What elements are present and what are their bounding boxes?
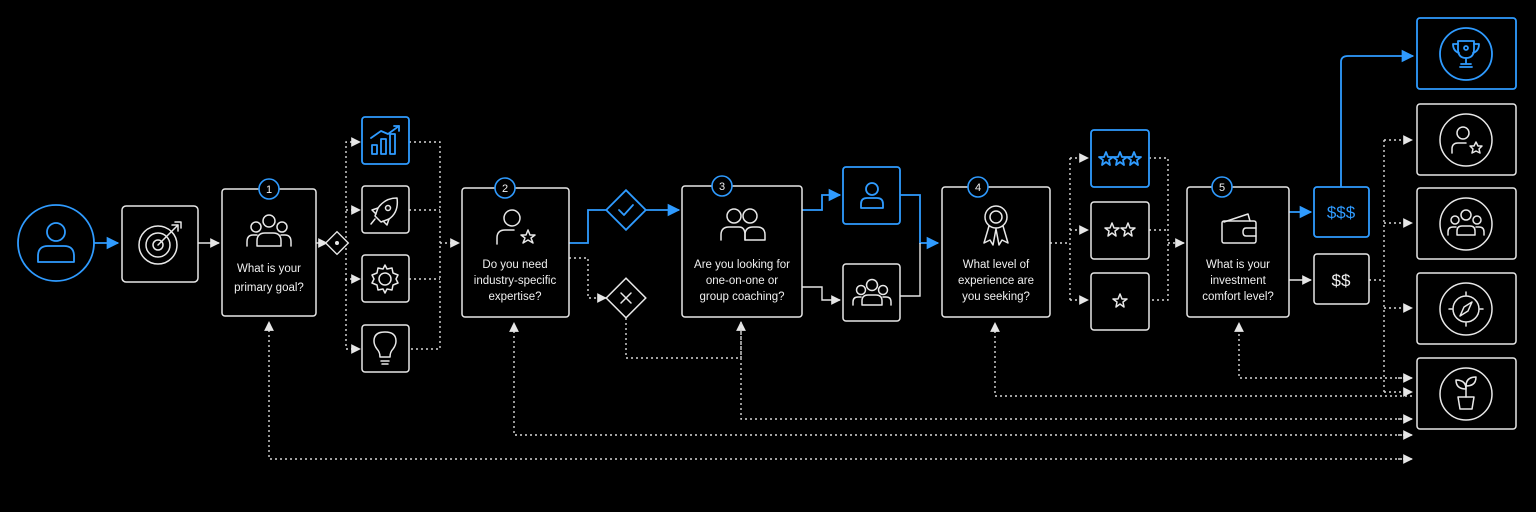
expert-user-icon	[1451, 126, 1483, 154]
one-star-icon	[1112, 293, 1128, 308]
question-3-node: Are you looking for one-on-one or group …	[681, 175, 803, 318]
goal-node	[121, 205, 199, 283]
question-3-line-2: one-on-one or	[706, 275, 778, 287]
result-group	[1416, 187, 1517, 260]
question-2-line-1: Do you need	[482, 259, 547, 271]
investment-medium-label: $$	[1332, 271, 1351, 290]
checkmark-icon	[618, 204, 634, 216]
question-2-line-3: expertise?	[488, 291, 541, 303]
result-growth	[1416, 357, 1517, 430]
target-icon	[138, 221, 182, 265]
question-4-line-3: you seeking?	[962, 291, 1030, 303]
question-3-line-1: Are you looking for	[694, 259, 790, 271]
goal-decision-diamond	[324, 230, 350, 256]
group-icon	[720, 208, 766, 241]
format-option-one-on-one	[842, 166, 901, 225]
question-5-line-2: investment	[1210, 275, 1266, 287]
question-4-line-2: experience are	[958, 275, 1034, 287]
step-badge-5: 5	[1219, 182, 1225, 194]
gear-icon	[371, 264, 399, 294]
question-1-line-2: primary goal?	[234, 282, 304, 294]
expert-user-icon	[496, 209, 536, 245]
experience-option-two-stars	[1090, 201, 1150, 260]
wallet-icon	[1221, 213, 1257, 244]
goal-option-ideas	[361, 324, 410, 373]
industry-no-diamond	[605, 277, 647, 319]
question-1-node: What is your primary goal? 1	[221, 178, 317, 317]
rocket-icon	[370, 197, 399, 226]
group-icon	[1447, 209, 1485, 236]
goal-option-launch	[361, 185, 410, 234]
group-icon	[852, 278, 892, 306]
lightbulb-icon	[373, 331, 397, 365]
experience-option-one-star	[1090, 272, 1150, 331]
cross-icon	[620, 292, 632, 304]
investment-option-high: $$$	[1313, 186, 1370, 238]
step-badge-4: 4	[975, 182, 981, 194]
industry-yes-diamond	[604, 188, 648, 232]
question-2-line-2: industry-specific	[474, 275, 557, 287]
investment-option-medium: $$	[1313, 253, 1370, 305]
result-trophy	[1416, 17, 1517, 90]
question-4-node: What level of experience are you seeking…	[941, 176, 1051, 318]
step-badge-3: 3	[719, 181, 725, 193]
goal-option-optimize	[361, 254, 410, 303]
three-stars-icon	[1098, 151, 1142, 166]
question-5-line-1: What is your	[1206, 259, 1270, 271]
result-expert	[1416, 103, 1517, 176]
goal-option-growth	[361, 116, 410, 165]
user-icon	[37, 222, 75, 263]
format-option-group	[842, 263, 901, 322]
growth-chart-icon	[370, 125, 400, 155]
group-icon	[246, 214, 292, 247]
trophy-icon	[1452, 40, 1480, 68]
experience-option-three-stars	[1090, 129, 1150, 188]
award-ribbon-icon	[983, 205, 1009, 246]
question-4-line-1: What level of	[963, 259, 1030, 271]
start-node	[17, 204, 95, 282]
two-stars-icon	[1104, 222, 1136, 237]
question-1-line-1: What is your	[237, 263, 301, 275]
investment-high-label: $$$	[1327, 203, 1356, 222]
result-compass	[1416, 272, 1517, 345]
question-5-line-3: comfort level?	[1202, 291, 1274, 303]
compass-icon	[1448, 291, 1484, 327]
question-2-node: Do you need industry-specific expertise?…	[461, 177, 570, 318]
single-user-icon	[860, 182, 884, 209]
step-badge-2: 2	[502, 183, 508, 195]
question-3-line-3: group coaching?	[699, 291, 784, 303]
question-5-node: What is your investment comfort level? 5	[1186, 176, 1290, 318]
connectors	[94, 49, 1415, 464]
step-badge-1: 1	[266, 184, 272, 196]
plant-icon	[1455, 376, 1477, 410]
